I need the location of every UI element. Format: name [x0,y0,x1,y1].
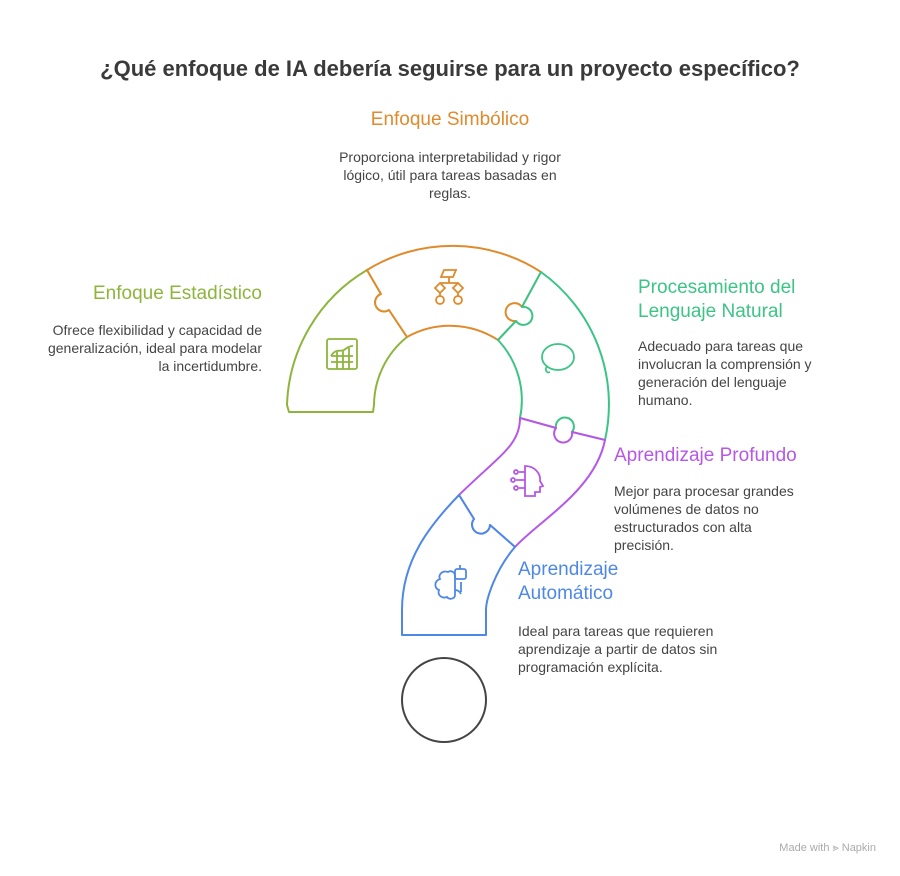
chart-grid-icon [326,338,358,370]
piece-profundo [458,417,606,548]
page-title: ¿Qué enfoque de IA debería seguirse para… [100,56,800,81]
desc-automatico: Ideal para tareas que requieren aprendiz… [518,623,718,675]
heading-profundo: Aprendizaje Profundo [614,445,797,466]
speech-bubble-icon [541,343,575,374]
desc-pln: Adecuado para tareas que involucran la c… [638,338,812,408]
desc-profundo: Mejor para procesar grandes volúmenes de… [614,483,794,553]
ai-head-icon [510,465,545,497]
heading-estadistico: Enfoque Estadístico [93,283,262,304]
heading-automatico: Aprendizaje Automático [518,559,619,604]
question-dot [401,657,487,743]
brain-robot-icon [434,565,467,600]
heading-simbolico: Enfoque Simbólico [370,109,530,130]
desc-simbolico: Proporciona interpretabilidad y rigor ló… [339,149,561,201]
footer-credit: Made with ⪢ Napkin [779,842,876,854]
flowchart-icon [433,269,465,305]
piece-pln [497,271,610,441]
desc-estadistico: Ofrece flexibilidad y capacidad de gener… [47,322,262,374]
piece-simbolico [366,244,542,341]
heading-pln: Procesamiento del Lenguaje Natural [638,277,796,322]
piece-automatico [401,494,516,636]
